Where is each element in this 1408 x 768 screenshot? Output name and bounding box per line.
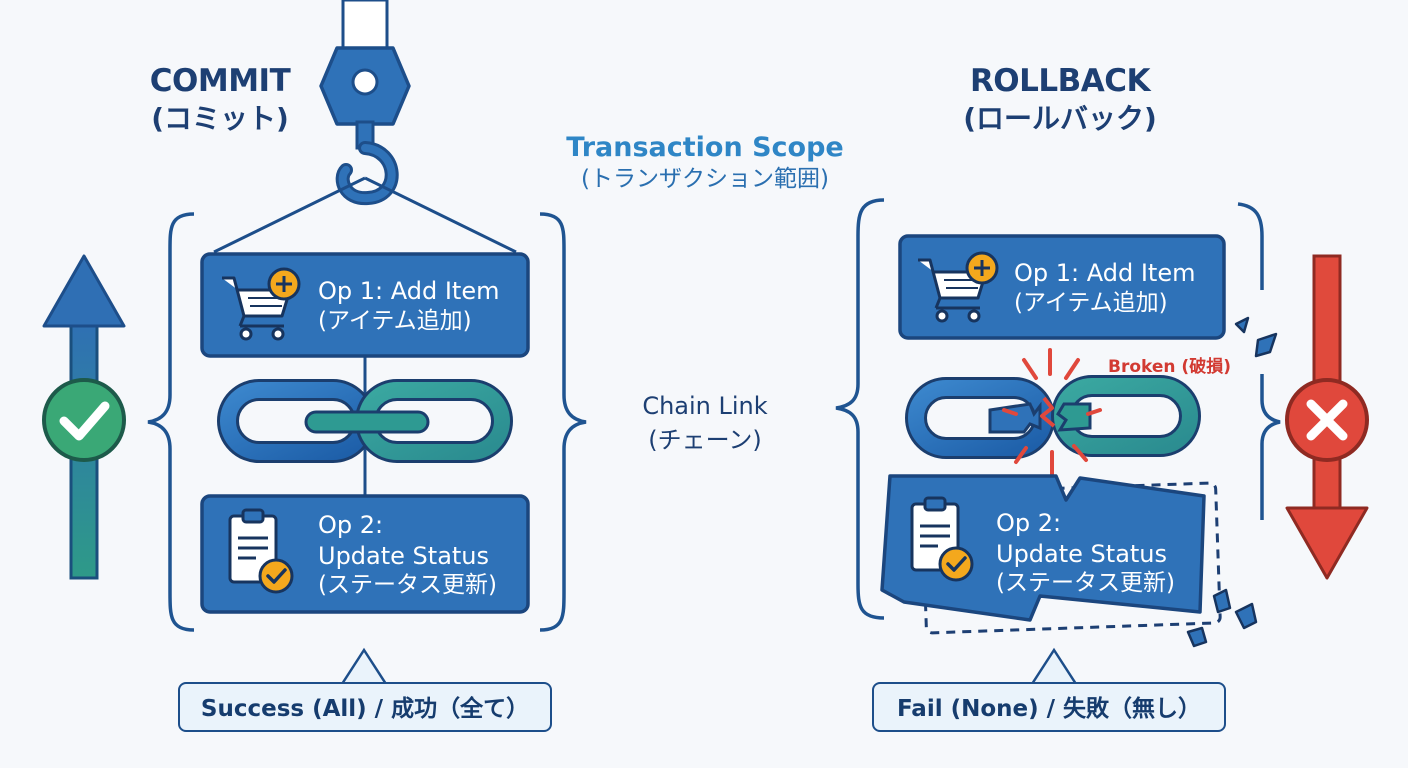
rollback-op2-text: Op 2: Update Status (ステータス更新) xyxy=(996,508,1175,599)
rollback-op2-box xyxy=(880,474,1206,622)
rollback-op1-title: Op 1: Add Item xyxy=(1014,259,1196,287)
shopping-cart-plus-icon xyxy=(222,267,301,341)
crane-hook-icon xyxy=(213,0,517,254)
commit-op2-subtitle: (ステータス更新) xyxy=(318,572,497,599)
scope-title: Transaction Scope xyxy=(566,132,844,163)
rollback-callout-pointer xyxy=(1029,647,1079,686)
transaction-scope-label: Transaction Scope (トランザクション範囲) xyxy=(560,130,850,195)
chain-link-label: Chain Link (チェーン) xyxy=(610,390,800,457)
broken-label: Broken (破損) xyxy=(1108,357,1231,377)
broken-chain-icon xyxy=(905,348,1201,476)
scope-subtitle: (トランザクション範囲) xyxy=(581,166,829,193)
chain-title: Chain Link xyxy=(642,392,768,420)
rollback-brace-left xyxy=(835,198,885,620)
commit-brace-left xyxy=(147,212,195,632)
rollback-brace-right-lower xyxy=(1260,374,1281,520)
shards xyxy=(1186,316,1278,648)
chain-subtitle: (チェーン) xyxy=(648,425,762,454)
commit-subtitle: (コミット) xyxy=(151,101,289,135)
rollback-heading: ROLLBACK (ロールバック) xyxy=(930,62,1190,136)
commit-heading: COMMIT (コミット) xyxy=(130,62,310,136)
commit-op2-line1: Op 2: xyxy=(318,511,384,539)
rollback-op2-subtitle: (ステータス更新) xyxy=(996,570,1175,597)
rollback-title: ROLLBACK xyxy=(969,63,1151,99)
shopping-cart-plus-icon xyxy=(918,251,999,323)
chain-link-icon xyxy=(217,379,513,463)
rollback-op2-line2: Update Status xyxy=(996,539,1168,568)
x-circle-icon xyxy=(1285,378,1369,462)
commit-op1-text: Op 1: Add Item (アイテム追加) xyxy=(318,276,499,336)
commit-title: COMMIT xyxy=(149,63,291,99)
rollback-op1-subtitle: (アイテム追加) xyxy=(1014,289,1168,316)
clipboard-check-icon xyxy=(228,508,294,594)
rollback-brace-right xyxy=(1237,202,1264,290)
clipboard-check-icon xyxy=(910,496,974,582)
rollback-result: Fail (None) / 失敗（無し） xyxy=(872,682,1226,732)
commit-op1-subtitle: (アイテム追加) xyxy=(318,307,472,334)
commit-brace-right xyxy=(539,212,587,632)
commit-result: Success (All) / 成功（全て） xyxy=(178,682,552,732)
rollback-op1-text: Op 1: Add Item (アイテム追加) xyxy=(1014,258,1195,318)
rollback-op2-ghost-outline xyxy=(920,481,1222,635)
commit-op2-line2: Update Status xyxy=(318,541,490,570)
commit-op2-text: Op 2: Update Status (ステータス更新) xyxy=(318,510,497,601)
commit-op1-title: Op 1: Add Item xyxy=(318,277,500,305)
rollback-subtitle: (ロールバック) xyxy=(963,101,1157,135)
commit-callout-pointer xyxy=(339,647,389,686)
check-circle-icon xyxy=(42,378,126,462)
rollback-op2-line1: Op 2: xyxy=(996,509,1062,537)
